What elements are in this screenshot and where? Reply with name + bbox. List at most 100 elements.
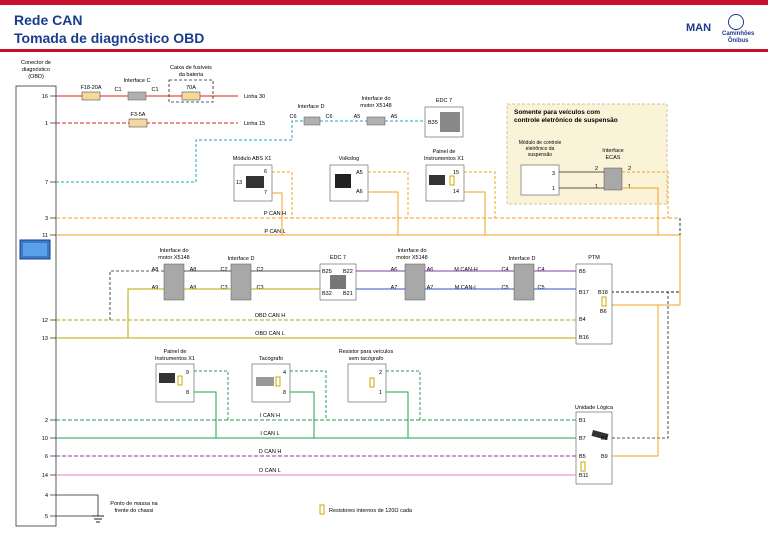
label-c1a: C1 (114, 87, 121, 93)
label-c6a: C6 (289, 114, 296, 120)
label-res2: sem tacógrafo (349, 356, 384, 362)
mce-box (520, 164, 560, 196)
label-res-1: 1 (379, 390, 382, 396)
wire-obd-a9 (127, 288, 164, 338)
wire-obd-a8 (109, 270, 164, 320)
label-ifm2: motor X5148 (158, 255, 190, 261)
label-ifcd2: Interface D (228, 256, 255, 262)
ecas-connector (603, 167, 623, 191)
connector-ifc-motor-top (366, 116, 386, 126)
wire-pcan-right (612, 218, 681, 293)
label-mce3: suspensão (528, 152, 552, 158)
label-b35: B35 (428, 120, 438, 126)
ul-resistor (580, 461, 586, 472)
edc7-top-img (440, 112, 460, 132)
obd-pin-11: 11 (42, 233, 48, 239)
label-ul-b5: B5 (579, 454, 586, 460)
label-linha15: Linha 15 (244, 121, 265, 127)
obd-pin-7: 7 (45, 180, 48, 186)
obd-label-line2: diagnóstico (22, 67, 50, 73)
label-a6a: A6 (391, 267, 398, 273)
label-susp1: Somente para veículos com (514, 109, 600, 116)
painel-top-resistor (449, 175, 455, 186)
label-c3a: C3 (220, 285, 227, 291)
label-ifc-c: Interface C (124, 78, 151, 84)
label-f3: F3-5A (131, 112, 146, 118)
label-linha30: Linha 30 (244, 94, 265, 100)
label-ul-b1: B1 (579, 418, 586, 424)
label-a9b: A9 (190, 285, 197, 291)
obd-pin-1: 1 (45, 121, 48, 127)
label-volks-a6: A6 (356, 189, 363, 195)
label-c4a: C4 (501, 267, 508, 273)
label-b32: B32 (322, 291, 332, 297)
label-b4: B4 (579, 317, 586, 323)
connector-ifc-c (127, 91, 147, 101)
label-b5: B5 (579, 269, 586, 275)
label-ecas-2b: 2 (628, 166, 631, 172)
label-ecas-2a: 2 (595, 166, 598, 172)
ifc-d-mid2 (513, 263, 535, 301)
label-a5b: A5 (391, 114, 398, 120)
label-taco-4: 4 (283, 370, 286, 376)
page-title: Rede CAN (14, 12, 83, 28)
ul-img (591, 430, 609, 440)
resistor-box (347, 363, 387, 403)
obd-pin-2: 2 (45, 418, 48, 424)
man-logo: MAN (686, 22, 712, 34)
obd-pin-13: 13 (42, 336, 48, 342)
obd-pin-4: 4 (45, 493, 48, 499)
label-pi-15: 15 (453, 170, 459, 176)
ground-icon (92, 515, 104, 523)
label-ifm4: motor X5148 (396, 255, 428, 261)
ifc-d-mid (230, 263, 252, 301)
label-volks-a5: A5 (356, 170, 363, 176)
wire-ecas-h (622, 171, 669, 218)
label-b6: B6 (600, 309, 607, 315)
wire-pi2-h (194, 370, 229, 420)
wire-ecas-l (622, 187, 659, 235)
obd-label-line3: (OBD) (28, 74, 44, 80)
ul-box (575, 411, 613, 485)
taco-resistor (275, 376, 281, 387)
ptm-box (575, 263, 613, 345)
label-ifc-motor2: motor X5148 (360, 103, 392, 109)
label-mce-3: 3 (552, 171, 555, 177)
obd-pin-12: 12 (42, 318, 48, 324)
label-pcanl: P CAN L (264, 229, 285, 235)
volks-img (335, 174, 351, 188)
label-f18: F18-20A (80, 85, 101, 91)
ptm-resistor (601, 296, 607, 307)
label-pi2b: Instrumentos X1 (155, 356, 195, 362)
label-pcanh: P CAN H (264, 211, 286, 217)
label-ul-b11: B11 (579, 473, 588, 479)
label-ptm: PTM (588, 255, 600, 261)
wire-pcan-right-l (612, 235, 681, 306)
label-fusebox2: da bateria (179, 72, 204, 78)
wire-res-h (386, 370, 421, 420)
legend-resistor-icon (319, 504, 325, 515)
label-b22: B22 (343, 269, 353, 275)
obd-pin-6: 6 (45, 454, 48, 460)
wire-abs-h (272, 171, 293, 218)
wire-taco-h (290, 370, 327, 420)
label-a6b: A6 (427, 267, 434, 273)
label-abs-7: 7 (264, 190, 267, 196)
obd-pin-14: 14 (42, 473, 48, 479)
wire-res-l (386, 391, 409, 438)
label-edc7b: EDC 7 (330, 255, 346, 261)
label-fuse70: 70A (186, 85, 196, 91)
label-taco-8: 8 (283, 390, 286, 396)
obd-socket-icon (19, 239, 51, 260)
label-resist-note: Resistores internos de 120Ω cada (329, 508, 413, 514)
label-abs-6: 6 (264, 169, 267, 175)
label-ifm1: Interface do (159, 248, 188, 254)
label-ul-b9: B9 (601, 454, 608, 460)
wire-abs-l (272, 192, 283, 235)
label-a7a: A7 (391, 285, 398, 291)
label-b17: B17 (579, 290, 589, 296)
label-susp2: controle eletrônico de suspensão (514, 117, 618, 124)
edc7-mid-img (330, 275, 346, 289)
label-ul-b7: B7 (579, 436, 586, 442)
